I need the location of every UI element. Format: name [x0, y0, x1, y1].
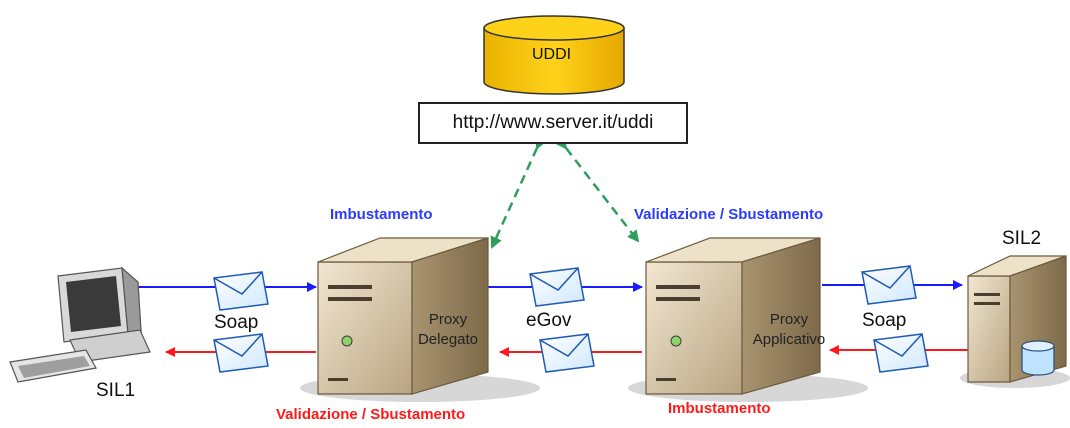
uddi-label: UDDI [532, 46, 572, 63]
sil2-server-icon [960, 255, 1070, 388]
lookup-arrow-applicativo [555, 136, 640, 243]
applicativo-bottom-label: Imbustamento [668, 400, 771, 417]
sil1-label: SIL1 [96, 380, 136, 401]
envelope-icon [873, 333, 929, 373]
envelope-icon [213, 271, 269, 311]
applicativo-top-label: Validazione / Sbustamento [634, 206, 824, 223]
uddi-database-icon [483, 15, 625, 95]
uddi-url-box: http://www.server.it/uddi [418, 102, 688, 144]
envelope-icon [539, 333, 595, 373]
envelope-icon [529, 267, 585, 307]
envelope-icon [213, 333, 269, 373]
envelope-icon [861, 265, 917, 305]
proxy-delegato-line1: Proxy [428, 311, 468, 328]
delegato-bottom-label: Validazione / Sbustamento [276, 406, 466, 423]
lookup-arrow-delegato [490, 136, 547, 249]
proxy-delegato-server-icon [300, 237, 540, 402]
proxy-applicativo-label: Proxy Applicativo [734, 310, 844, 350]
delegato-top-label: Imbustamento [330, 206, 433, 223]
proxy-applicativo-line1: Proxy [769, 311, 809, 328]
proxy-delegato-line2: Delegato [417, 331, 479, 348]
proxy-delegato-label: Proxy Delegato [398, 310, 498, 350]
proxy-applicativo-line2: Applicativo [752, 331, 826, 348]
sil2-label: SIL2 [1002, 228, 1042, 249]
protocol-label-middle: eGov [526, 310, 572, 331]
proxy-applicativo-server-icon [628, 237, 868, 402]
sil1-computer-icon [9, 266, 151, 383]
protocol-label-right: Soap [862, 310, 907, 331]
protocol-label-left: Soap [214, 312, 259, 333]
